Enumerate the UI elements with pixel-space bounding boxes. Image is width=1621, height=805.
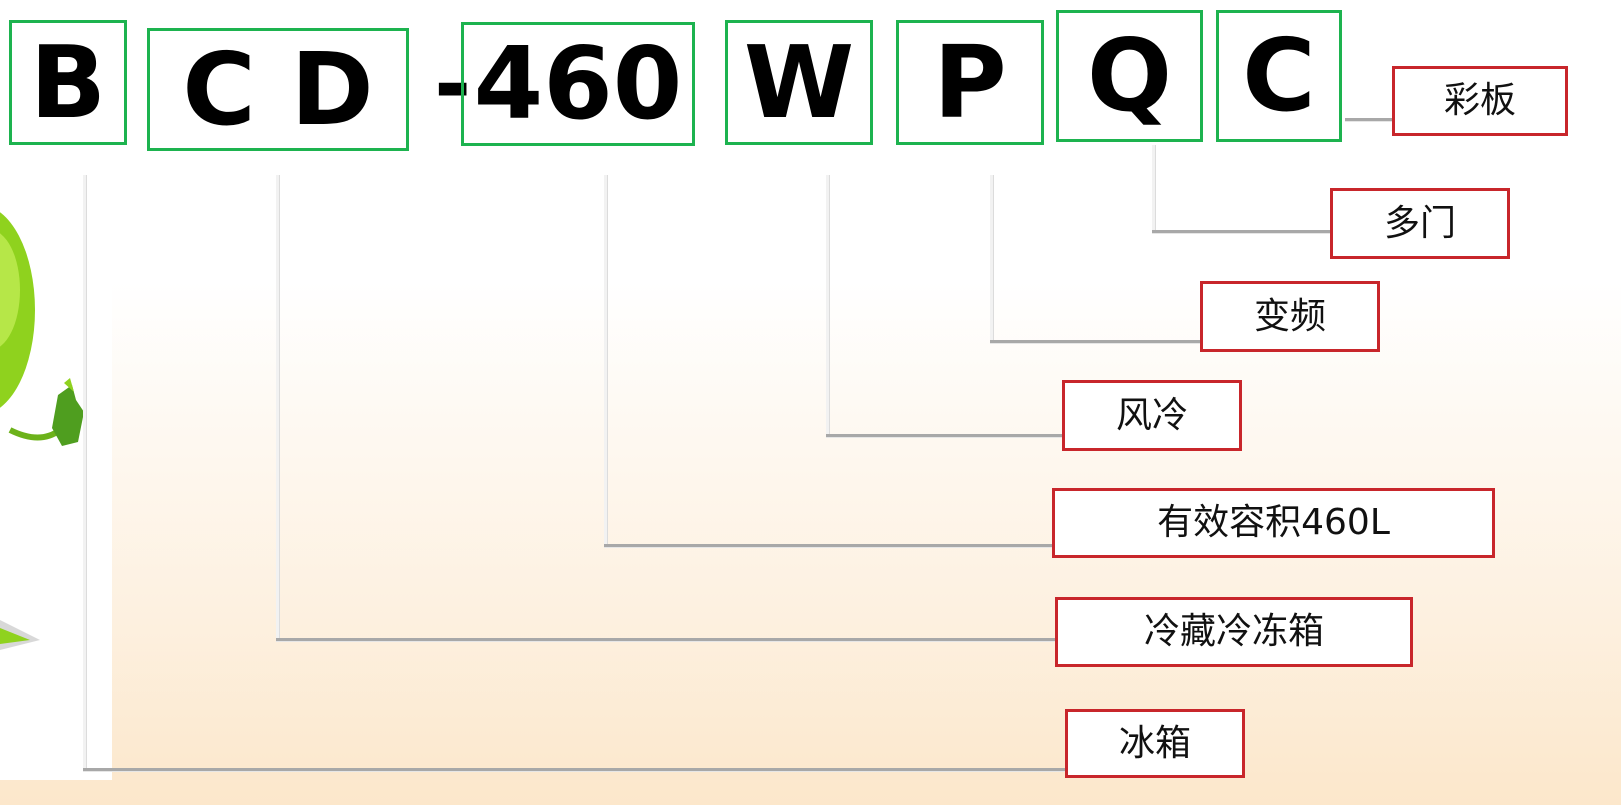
label-fengleng: 风冷 [1062,380,1242,451]
connector-rongji-vertical [604,175,607,547]
connector-duomen-vertical [1152,145,1155,233]
code-letter-p: P [896,20,1044,145]
connector-bianpin-vertical [990,175,993,343]
code-separator: - [434,32,472,137]
connector-fengleng [826,434,1064,437]
code-letter-w: W [725,20,873,145]
code-number-460: 460 [461,22,695,146]
connector-caiban [1345,118,1393,121]
code-letter-c: C [1216,10,1342,142]
connector-bianpin [990,340,1202,343]
label-duomen: 多门 [1330,188,1510,259]
label-rongji: 有效容积460L [1052,488,1495,558]
connector-duomen [1152,230,1332,233]
connector-bingxiang [83,768,1068,771]
label-bianpin: 变频 [1200,281,1380,352]
connector-fengleng-vertical [826,175,829,437]
green-mascot-image [0,212,84,650]
connector-bingxiang-vertical [83,175,86,771]
connector-lengcang-vertical [276,175,279,641]
code-letter-q: Q [1056,10,1203,142]
connector-lengcang [276,638,1058,641]
label-lengcang: 冷藏冷冻箱 [1055,597,1413,667]
label-caiban: 彩板 [1392,66,1568,136]
connector-rongji [604,544,1054,547]
code-letters-cd: C D [147,28,409,151]
code-letter-b: B [9,20,127,145]
label-bingxiang: 冰箱 [1065,709,1245,778]
